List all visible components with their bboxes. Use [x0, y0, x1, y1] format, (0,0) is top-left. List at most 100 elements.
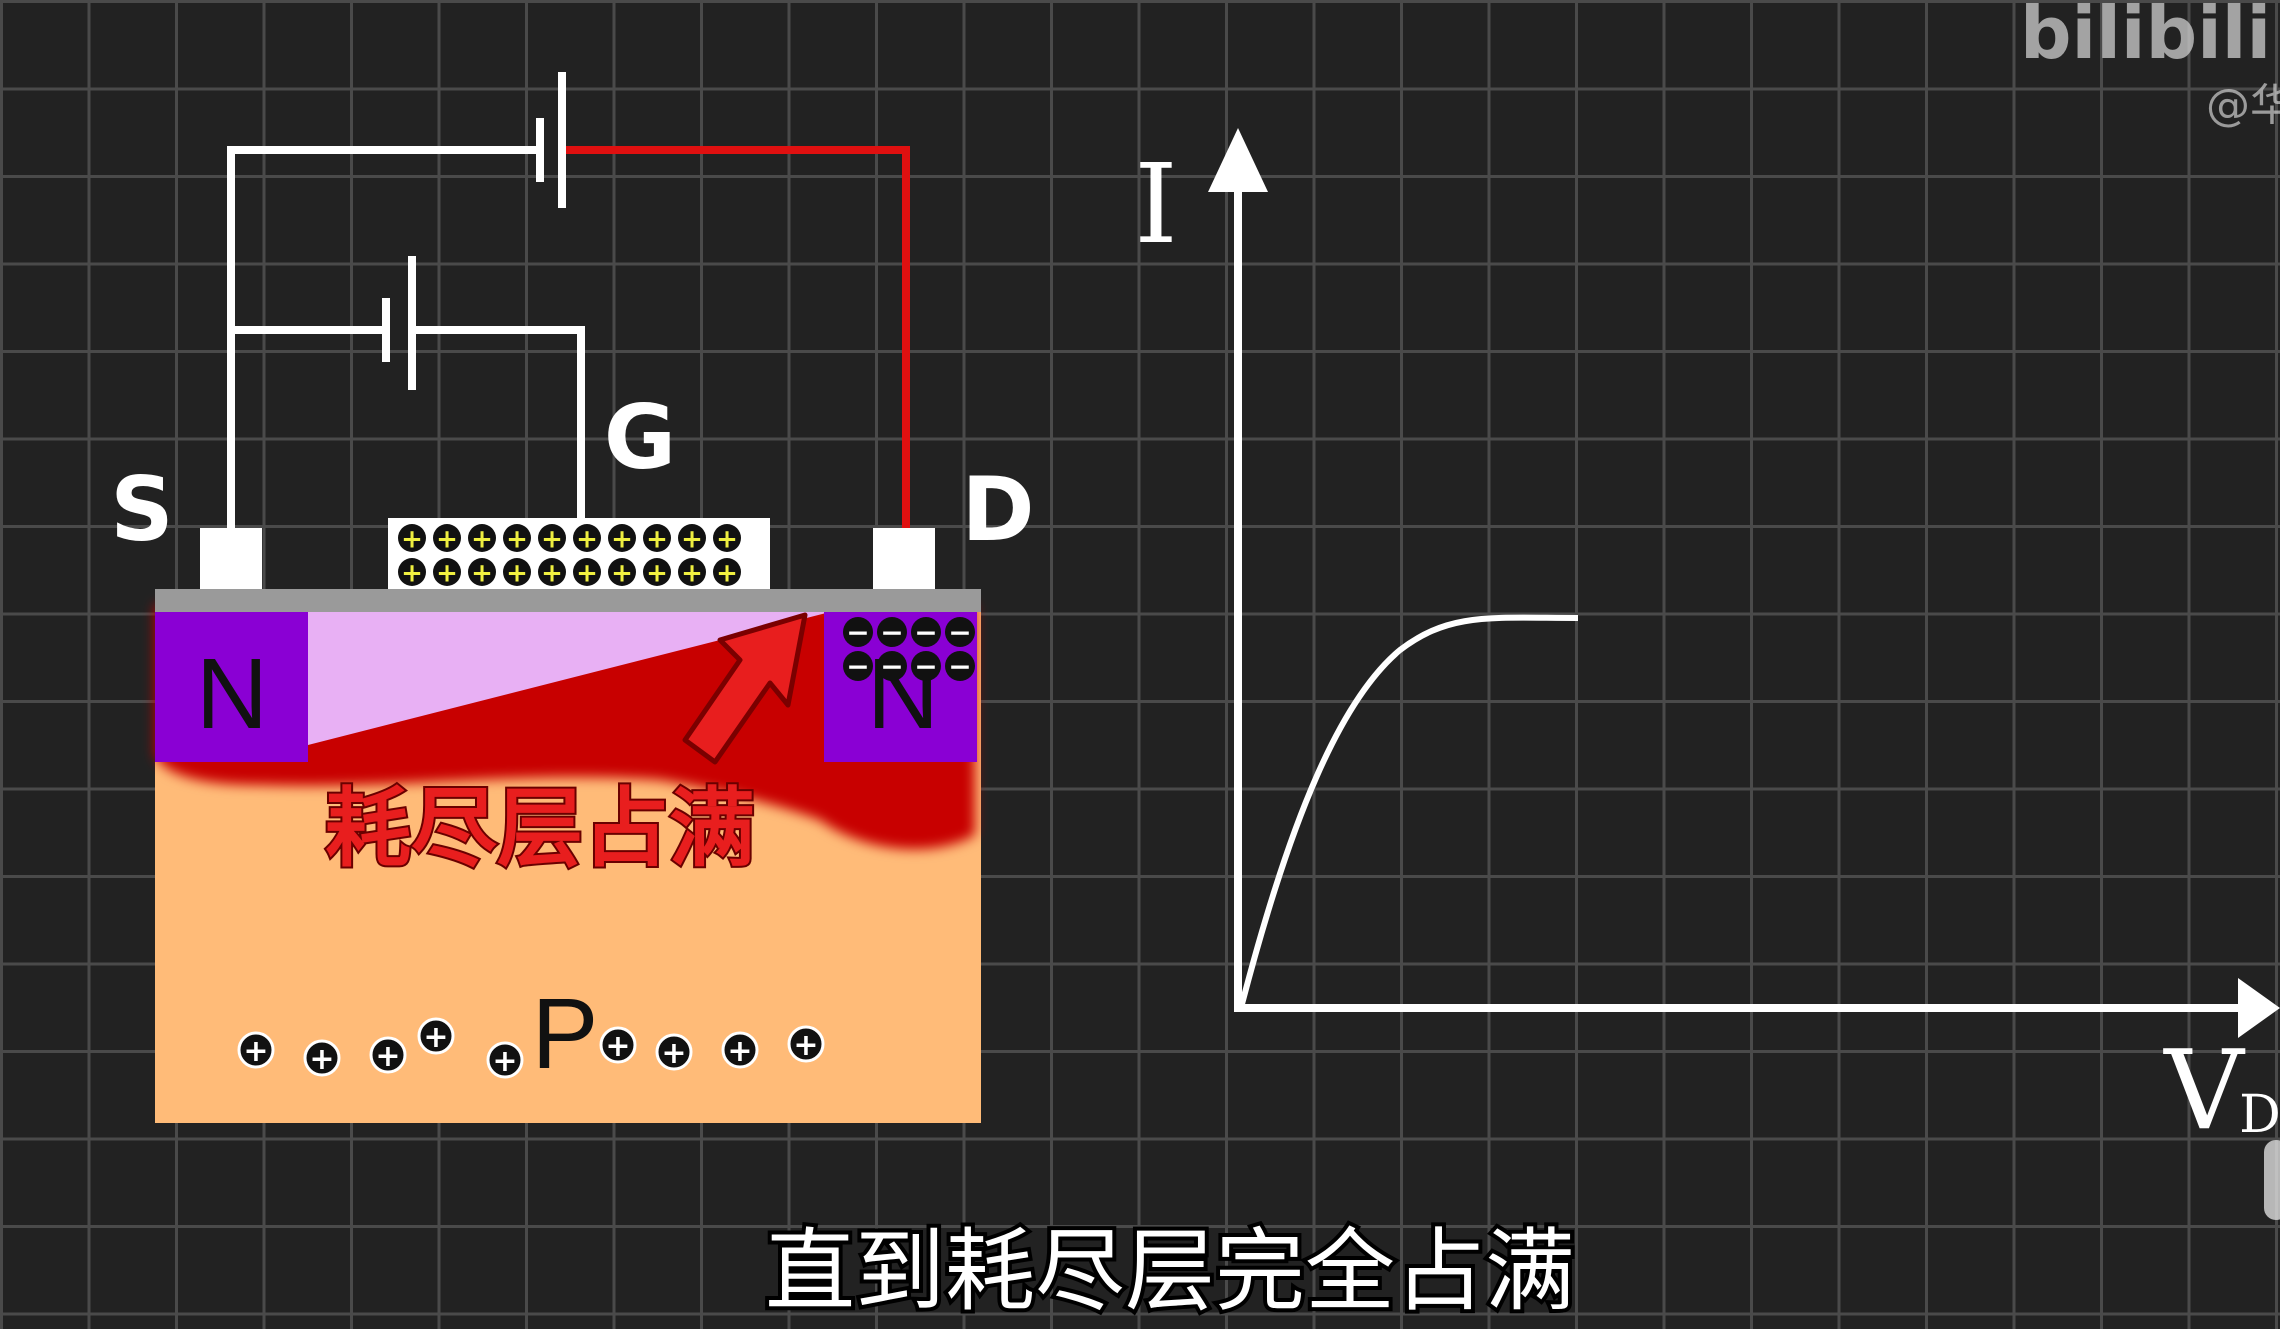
gate-positive-charge: +: [468, 558, 496, 588]
drain-electron: −: [945, 650, 975, 683]
svg-text:+: +: [661, 1036, 686, 1071]
gate-positive-charge: +: [643, 558, 671, 588]
gate-wire-right: [412, 326, 585, 518]
substrate-hole: +: [303, 1039, 341, 1077]
gate-positive-charge: +: [678, 524, 706, 554]
svg-text:−: −: [914, 616, 937, 649]
svg-text:−: −: [846, 616, 869, 649]
substrate-hole: +: [486, 1041, 524, 1079]
y-axis-label: I: [1134, 140, 1177, 268]
iv-curve: [1239, 614, 1579, 1005]
gate-positive-charge: +: [433, 558, 461, 588]
gate-positive-charge: +: [503, 558, 531, 588]
gate-positive-charge: +: [713, 558, 741, 588]
substrate-hole: +: [237, 1031, 275, 1069]
bilibili-logo: bilibili: [2020, 0, 2271, 75]
n-left-label: N: [196, 638, 268, 750]
gate-positive-charge: +: [398, 524, 426, 554]
svg-text:−: −: [846, 650, 869, 683]
gate-positive-charge: +: [573, 524, 601, 554]
p-substrate-label: P: [532, 978, 599, 1090]
drain-electrons: −−−−−−−−: [843, 616, 975, 683]
svg-text:+: +: [436, 558, 458, 588]
svg-text:+: +: [681, 558, 703, 588]
svg-text:+: +: [716, 558, 738, 588]
drain-contact: [873, 528, 935, 589]
oxide-layer: [155, 589, 981, 612]
uploader-handle: @华: [2206, 80, 2280, 131]
svg-text:+: +: [506, 558, 528, 588]
video-subtitle: 直到耗尽层完全占满: [765, 1219, 1575, 1324]
svg-text:+: +: [471, 558, 493, 588]
gate-positive-charge: +: [398, 558, 426, 588]
svg-text:−: −: [948, 650, 971, 683]
depletion-callout-text: 耗尽层占满: [325, 779, 755, 879]
gate-positive-charge: +: [503, 524, 531, 554]
drain-electron: −: [877, 650, 907, 683]
svg-text:+: +: [541, 524, 563, 554]
drain-electron: −: [911, 616, 941, 649]
source-wire-top: [227, 146, 540, 528]
x-axis-label: V: [2162, 1026, 2246, 1154]
side-handle-shape: [2264, 1140, 2280, 1220]
substrate-hole: +: [599, 1026, 637, 1064]
substrate-holes: + + + + + + + + +: [237, 1017, 825, 1079]
gate-positive-charge: +: [573, 558, 601, 588]
callout-arrow: [682, 612, 808, 765]
x-axis-label-subscript: D: [2239, 1085, 2280, 1145]
svg-text:−: −: [880, 616, 903, 649]
substrate-hole: +: [417, 1017, 455, 1055]
svg-text:+: +: [576, 558, 598, 588]
source-label: S: [110, 458, 173, 561]
svg-text:+: +: [375, 1039, 400, 1074]
gate-positive-charge: +: [433, 524, 461, 554]
svg-text:+: +: [611, 558, 633, 588]
svg-text:+: +: [576, 524, 598, 554]
svg-text:+: +: [436, 524, 458, 554]
gate-charges: + + + + + + + + + + + + + + + + + + + +: [398, 524, 741, 588]
svg-text:+: +: [243, 1034, 268, 1069]
svg-text:+: +: [401, 524, 423, 554]
gate-label: G: [604, 386, 676, 489]
svg-text:+: +: [471, 524, 493, 554]
svg-text:+: +: [401, 558, 423, 588]
x-axis-arrowhead: [2238, 978, 2280, 1038]
svg-text:+: +: [541, 558, 563, 588]
svg-text:+: +: [423, 1020, 448, 1055]
svg-text:−: −: [914, 650, 937, 683]
drain-battery-symbol: [536, 72, 566, 208]
drain-electron: −: [877, 616, 907, 649]
source-contact: [200, 528, 262, 589]
n-region-source: [155, 612, 308, 762]
svg-text:+: +: [309, 1042, 334, 1077]
gate-positive-charge: +: [608, 524, 636, 554]
drain-electron: −: [843, 616, 873, 649]
svg-text:+: +: [793, 1028, 818, 1063]
svg-text:+: +: [716, 524, 738, 554]
substrate-hole: +: [721, 1031, 759, 1069]
svg-text:+: +: [605, 1029, 630, 1064]
svg-text:+: +: [492, 1044, 517, 1079]
gate-positive-charge: +: [608, 558, 636, 588]
gate-positive-charge: +: [538, 524, 566, 554]
substrate-hole: +: [787, 1025, 825, 1063]
svg-text:−: −: [948, 616, 971, 649]
svg-text:+: +: [646, 524, 668, 554]
drain-electron: −: [945, 616, 975, 649]
svg-text:+: +: [506, 524, 528, 554]
svg-text:+: +: [727, 1034, 752, 1069]
drain-electron: −: [911, 650, 941, 683]
substrate-hole: +: [655, 1033, 693, 1071]
channel-wedge: [308, 612, 830, 745]
gate-positive-charge: +: [538, 558, 566, 588]
substrate-hole: +: [369, 1036, 407, 1074]
svg-text:+: +: [646, 558, 668, 588]
gate-battery-symbol: [382, 256, 416, 390]
circuit-wires: [227, 146, 910, 528]
svg-text:−: −: [880, 650, 903, 683]
gate-positive-charge: +: [678, 558, 706, 588]
svg-text:+: +: [611, 524, 633, 554]
drain-label: D: [961, 458, 1034, 561]
y-axis-arrowhead: [1208, 128, 1268, 192]
